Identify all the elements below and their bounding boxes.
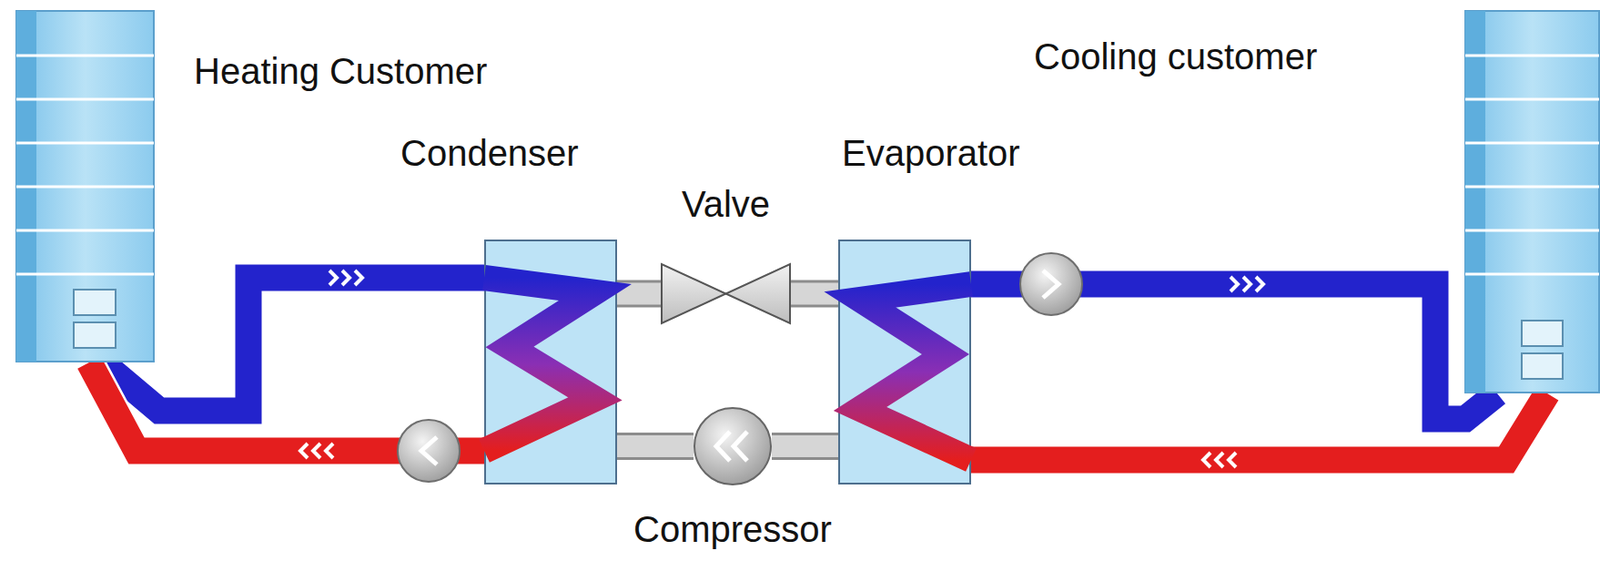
evaporator-box-outline (838, 239, 972, 485)
floor-line (16, 273, 154, 276)
flow-chevron (1215, 452, 1224, 467)
pipe-body (771, 435, 839, 457)
pump-chevron (421, 436, 437, 465)
equipment-box (73, 322, 116, 348)
compressor-chevron (716, 431, 730, 461)
flow-chevron (1203, 452, 1211, 467)
refrigerant-pipe (771, 445, 839, 447)
equipment-box (73, 289, 116, 315)
pipe-body (617, 435, 694, 457)
pump-circle (1020, 253, 1083, 315)
exchanger-shell (485, 240, 617, 484)
pump-circle (397, 419, 460, 482)
building-wall (16, 10, 154, 362)
cooling-building-outline (1464, 10, 1600, 394)
pipe-outline (971, 393, 1548, 460)
heating-building: Heating Customer (15, 10, 155, 363)
floor-line (1465, 54, 1600, 58)
equipment-box (1521, 320, 1563, 346)
cooling-building: Cooling customer (1464, 10, 1600, 394)
floor-line (1465, 229, 1600, 233)
valve-symbol: Valve (660, 263, 791, 325)
water-pipe (971, 393, 1548, 460)
floor-line (16, 229, 154, 233)
flow-chevron (1243, 276, 1251, 292)
equipment-box (1521, 353, 1563, 379)
condenser-box-outline (484, 239, 618, 485)
node-label: Valve (681, 182, 770, 226)
flow-chevron (1230, 276, 1238, 292)
pump-chevron (1043, 270, 1059, 298)
node-label: Heating Customer (193, 49, 487, 93)
floor-line (16, 185, 154, 189)
valve-symbol-outline (660, 263, 791, 325)
floor-line (1465, 141, 1600, 145)
valve-triangle (726, 263, 791, 324)
flow-chevron (325, 443, 334, 458)
pipe-outline (617, 432, 694, 460)
pipe-body (101, 277, 485, 411)
evaporator-box: Evaporator (838, 239, 972, 485)
flow-chevron (1255, 276, 1264, 292)
floor-line (1465, 273, 1600, 276)
node-label: Cooling customer (1033, 34, 1317, 79)
flow-chevron (342, 270, 350, 285)
heat-exchanger-coil (860, 283, 972, 460)
compressor-symbol-outline (693, 406, 772, 486)
floor-line (16, 141, 154, 145)
flow-chevron (354, 270, 363, 285)
refrigerant-pipe (617, 445, 694, 447)
flow-chevron (329, 270, 337, 285)
pump-symbol (397, 419, 460, 482)
exchanger-shell (839, 240, 971, 484)
pipe-body (971, 393, 1548, 460)
condenser-box: Condenser (484, 239, 618, 485)
pipe-outline (101, 277, 485, 411)
building-side (1465, 10, 1486, 393)
floor-line (16, 54, 154, 58)
node-label: Condenser (400, 131, 579, 175)
building-wall (1465, 10, 1600, 393)
node-label: Compressor (633, 506, 832, 551)
compressor-chevron (733, 431, 748, 461)
compressor-circle (694, 407, 771, 485)
refrigerant-pipe (617, 293, 661, 294)
flow-chevron (300, 443, 308, 458)
pump-symbol (1020, 253, 1083, 315)
node-label: Evaporator (841, 131, 1021, 175)
heat-exchanger-coil (484, 277, 596, 451)
flow-chevron (1228, 452, 1236, 467)
flow-chevron (313, 443, 321, 458)
compressor-symbol: Compressor (693, 406, 772, 486)
floor-line (16, 98, 154, 102)
valve-triangle (661, 263, 727, 324)
water-pipe (101, 277, 485, 411)
heating-building-outline (15, 10, 155, 363)
floor-line (1465, 185, 1600, 189)
pipe-outline (771, 432, 839, 460)
floor-line (1465, 98, 1600, 102)
